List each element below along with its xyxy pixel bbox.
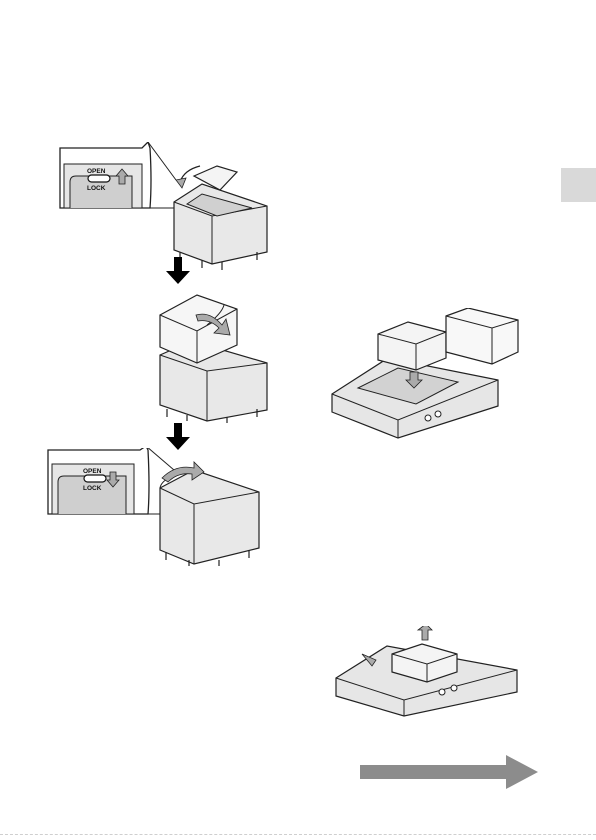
next-page-arrow-icon[interactable] xyxy=(360,755,540,789)
lever-slot xyxy=(88,175,110,182)
step-down-arrow-icon xyxy=(165,423,191,451)
step-down-arrow-icon xyxy=(165,257,191,285)
large-battery xyxy=(446,308,518,364)
lift-arrow-icon xyxy=(418,626,432,640)
charger-battery-options-figure xyxy=(328,308,523,440)
section-tab-marker xyxy=(561,168,596,202)
lever-slot xyxy=(84,475,106,482)
page-bottom-divider xyxy=(0,834,596,835)
adaptor-body xyxy=(174,184,267,264)
battery-on-charger-figure xyxy=(332,626,522,718)
lock-label: LOCK xyxy=(83,485,102,492)
lid-rotate-arrow-icon xyxy=(176,178,186,188)
small-battery xyxy=(378,322,446,370)
adaptor-with-battery xyxy=(160,470,259,564)
adaptor-lock-figure: OPEN LOCK xyxy=(44,448,266,576)
open-label: OPEN xyxy=(87,168,106,175)
battery-insert-figure xyxy=(152,285,277,423)
lock-label: LOCK xyxy=(87,185,106,192)
open-label: OPEN xyxy=(83,468,102,475)
adaptor-open-figure: OPEN LOCK xyxy=(52,142,277,272)
